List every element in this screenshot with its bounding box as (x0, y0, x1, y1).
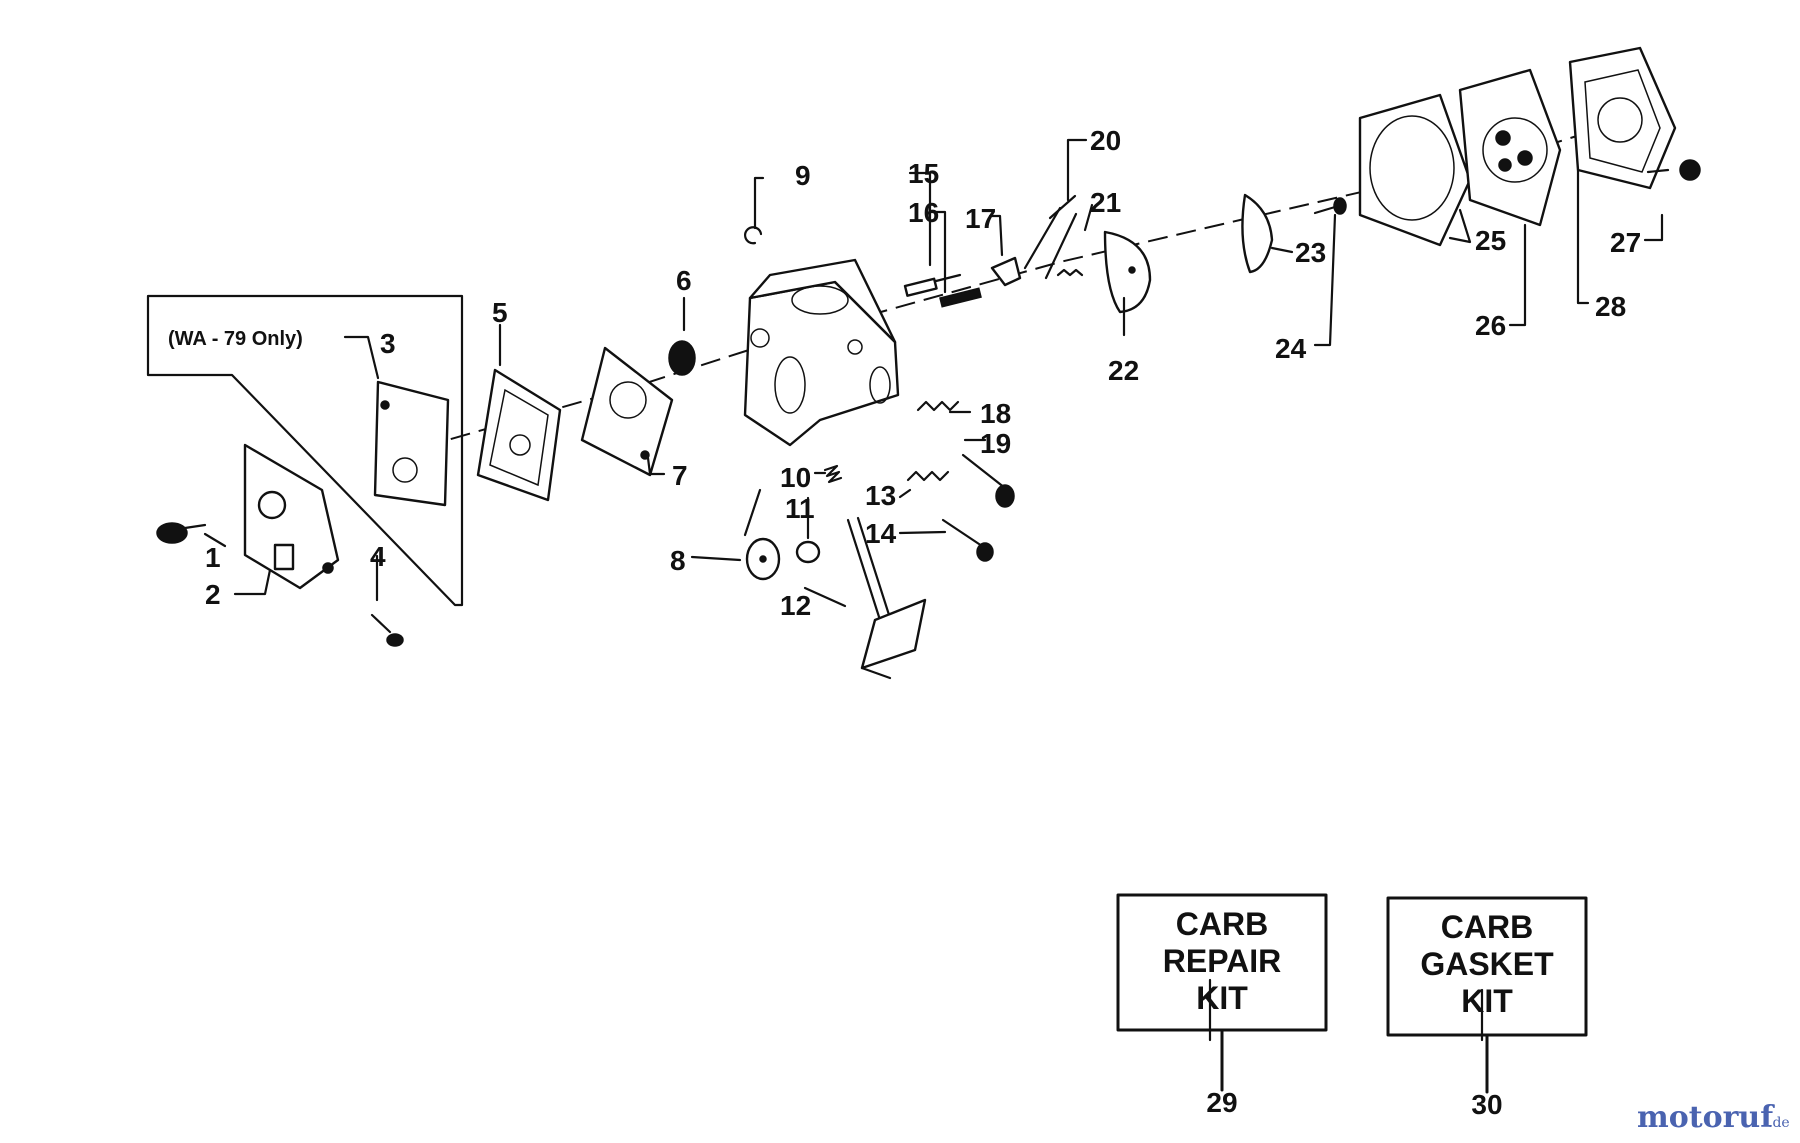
assembly-axis (394, 134, 1581, 456)
part-8-disc (745, 537, 781, 581)
part-20-21-pin (1048, 194, 1084, 277)
callout-25: 25 (1475, 225, 1506, 256)
callout-29: 29 (1206, 1087, 1237, 1118)
watermark-main: motoruf (1637, 1100, 1775, 1135)
leader-lines (203, 138, 1664, 1042)
part-17-lever (990, 256, 1022, 287)
callout-14: 14 (865, 518, 897, 549)
part-3-plate (373, 380, 450, 507)
callout-9: 9 (795, 160, 811, 191)
callout-13: 13 (865, 480, 896, 511)
callout-7: 7 (672, 460, 688, 491)
part-10-spring (823, 464, 843, 484)
callout-2: 2 (205, 579, 221, 610)
part-5-gasket (476, 368, 562, 502)
part-1-screw (156, 522, 207, 544)
part-24-screw (1313, 197, 1347, 215)
callout-4: 4 (370, 541, 386, 572)
repair-kit-line-1: CARB (1176, 906, 1268, 942)
part-14-needle (941, 518, 994, 562)
callout-26: 26 (1475, 310, 1506, 341)
part-27-screw (1646, 159, 1701, 181)
part-18-spring (916, 400, 960, 412)
callout-5: 5 (492, 297, 508, 328)
gasket-kit-line-2: GASKET (1420, 946, 1554, 982)
callout-12: 12 (780, 590, 811, 621)
callout-24: 24 (1275, 333, 1307, 364)
part-7-diaphragm (580, 346, 674, 477)
part-28-cover (1568, 46, 1677, 190)
part-11-nut (795, 540, 821, 564)
carb-repair-kit-box: CARB REPAIR KIT 29 (1116, 893, 1328, 1118)
callout-6: 6 (676, 265, 692, 296)
part-12-lever (846, 516, 927, 680)
part-6-plug (668, 340, 696, 376)
wa79-bracket (146, 294, 464, 607)
watermark-suffix: .de (1768, 1115, 1790, 1131)
callout-21: 21 (1090, 187, 1121, 218)
repair-kit-line-3: KIT (1196, 980, 1248, 1016)
repair-kit-line-2: REPAIR (1163, 943, 1282, 979)
carburetor-body (743, 258, 900, 447)
part-25-gasket (1358, 93, 1472, 247)
callout-23: 23 (1295, 237, 1326, 268)
part-9-clip (744, 226, 763, 245)
part-19-needle (961, 453, 1015, 508)
callout-30: 30 (1471, 1089, 1502, 1120)
callout-11: 11 (785, 493, 815, 524)
gasket-kit-line-1: CARB (1441, 909, 1533, 945)
callout-20: 20 (1090, 125, 1121, 156)
part-26-diaphragm (1458, 68, 1562, 227)
part-15-16-rod (903, 273, 982, 308)
callout-22: 22 (1108, 355, 1139, 386)
callout-8: 8 (670, 545, 686, 576)
callout-10: 10 (780, 462, 811, 493)
gasket-kit-line-3: KIT (1461, 983, 1513, 1019)
callout-16: 16 (908, 197, 939, 228)
part-23-shutter (1241, 193, 1274, 274)
part-22-plate (1103, 230, 1152, 314)
part-4-screw (370, 613, 404, 647)
callout-17: 17 (965, 203, 996, 234)
callout-28: 28 (1595, 291, 1626, 322)
callout-15: 15 (908, 158, 939, 189)
callout-1: 1 (205, 542, 221, 573)
callout-18: 18 (980, 398, 1011, 429)
carb-gasket-kit-box: CARB GASKET KIT 30 (1386, 896, 1588, 1120)
part-2-choke-plate (243, 443, 340, 590)
motoruf-watermark: motoruf .de (1637, 1100, 1790, 1135)
callout-3: 3 (380, 328, 396, 359)
callout-27: 27 (1610, 227, 1641, 258)
part-13-spring (906, 470, 950, 482)
wa79-note: (WA - 79 Only) (168, 328, 303, 350)
callout-19: 19 (980, 428, 1011, 459)
